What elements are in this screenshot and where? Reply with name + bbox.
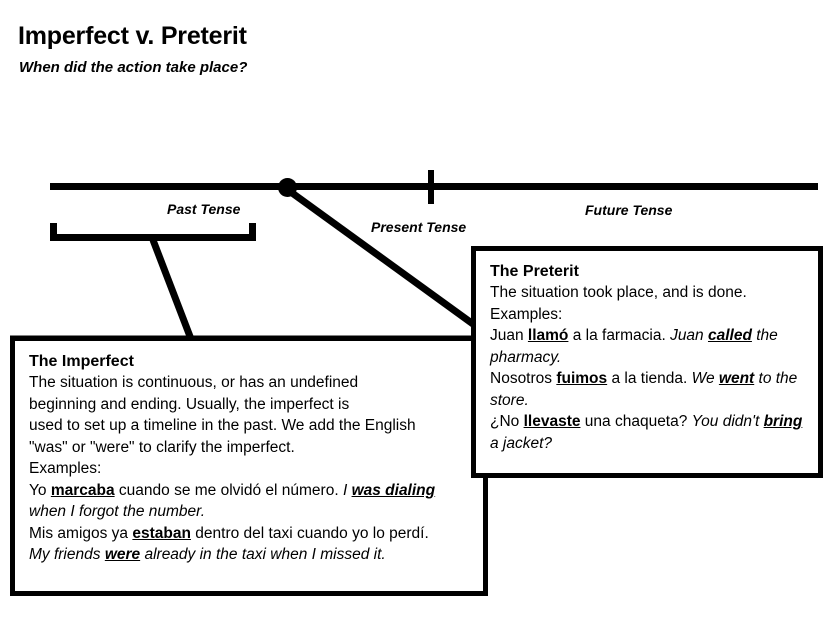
example-es-verb: marcaba: [50, 481, 115, 499]
example-en-after: when I forgot the number.: [29, 503, 206, 520]
example-en-verb: was dialing: [351, 481, 436, 499]
page-title: Imperfect v. Preterit: [18, 22, 247, 50]
example-en-before: Juan: [670, 327, 708, 344]
callout-imperfect: The Imperfect The situation is continuou…: [10, 336, 488, 596]
present-moment-dot-icon: [278, 178, 297, 197]
callout-preterit-body: The situation took place, and is done. E…: [490, 282, 808, 454]
callout-imperfect-body: The situation is continuous, or has an u…: [29, 372, 473, 566]
present-tense-tick-icon: [428, 170, 434, 204]
example-en-before: We: [691, 370, 719, 387]
connector-preterit: [285, 187, 476, 327]
timeline-label-future: Future Tense: [585, 202, 673, 218]
example-en-verb: bring: [763, 413, 803, 430]
example-es-after: una chaqueta?: [580, 413, 692, 430]
example-es-after: dentro del taxi cuando yo lo perdí.: [190, 524, 429, 542]
callout-preterit-title: The Preterit: [490, 263, 579, 280]
timeline-label-present: Present Tense: [371, 219, 467, 235]
preterit-example: Nosotros fuimos a la tienda. We went to …: [490, 368, 808, 411]
imperfect-desc-line: used to set up a timeline in the past. W…: [29, 417, 416, 434]
example-es-before: Yo: [29, 481, 51, 499]
example-es-verb: estaban: [132, 524, 191, 542]
page-subtitle: When did the action take place?: [19, 59, 248, 76]
example-en-after: the pharmacy.: [490, 327, 778, 366]
example-en-verb: went: [718, 370, 755, 387]
example-es-verb: llamó: [527, 327, 569, 344]
imperfect-desc-line: "was" or "were" to clarify the imperfect…: [29, 438, 295, 456]
preterit-examples-label: Examples:: [490, 305, 563, 323]
example-en-before: My friends: [29, 546, 105, 563]
preterit-example: Juan llamó a la farmacia. Juan called th…: [490, 325, 808, 368]
past-tense-bracket: [50, 223, 256, 241]
example-en-before: I: [342, 481, 352, 499]
example-es-after: cuando se me olvidó el número.: [114, 481, 343, 499]
callout-preterit: The Preterit The situation took place, a…: [471, 246, 823, 478]
timeline-axis: [50, 183, 818, 190]
example-en-after: to the store.: [490, 370, 798, 409]
connector-imperfect: [149, 238, 195, 341]
example-es-before: ¿No: [490, 413, 524, 430]
example-en-verb: called: [707, 327, 752, 344]
example-en-after: already in the taxi when I missed it.: [140, 546, 386, 563]
imperfect-example-translation: My friends were already in the taxi when…: [29, 544, 473, 566]
example-es-after: a la tienda.: [607, 370, 692, 387]
imperfect-example: Mis amigos ya estaban dentro del taxi cu…: [29, 523, 473, 545]
timeline-label-past: Past Tense: [167, 201, 241, 217]
example-en-verb: were: [104, 546, 141, 563]
imperfect-examples-label: Examples:: [29, 460, 102, 477]
example-es-verb: llevaste: [523, 413, 581, 430]
imperfect-desc-line: The situation is continuous, or has an u…: [29, 374, 359, 391]
example-es-before: Juan: [490, 327, 528, 344]
preterit-example: ¿No llevaste una chaqueta? You didn't br…: [490, 411, 808, 454]
example-es-before: Mis amigos ya: [29, 524, 133, 542]
callout-imperfect-title: The Imperfect: [29, 353, 134, 370]
imperfect-example: Yo marcaba cuando se me olvidó el número…: [29, 480, 473, 523]
example-en-after: a jacket?: [490, 434, 553, 452]
example-es-after: a la farmacia.: [568, 327, 671, 344]
example-es-before: Nosotros: [490, 370, 557, 387]
preterit-desc-line: The situation took place, and is done.: [490, 284, 747, 301]
imperfect-desc-line: beginning and ending. Usually, the imper…: [29, 395, 350, 413]
example-es-verb: fuimos: [556, 370, 608, 387]
example-en-before: You didn't: [691, 413, 764, 430]
